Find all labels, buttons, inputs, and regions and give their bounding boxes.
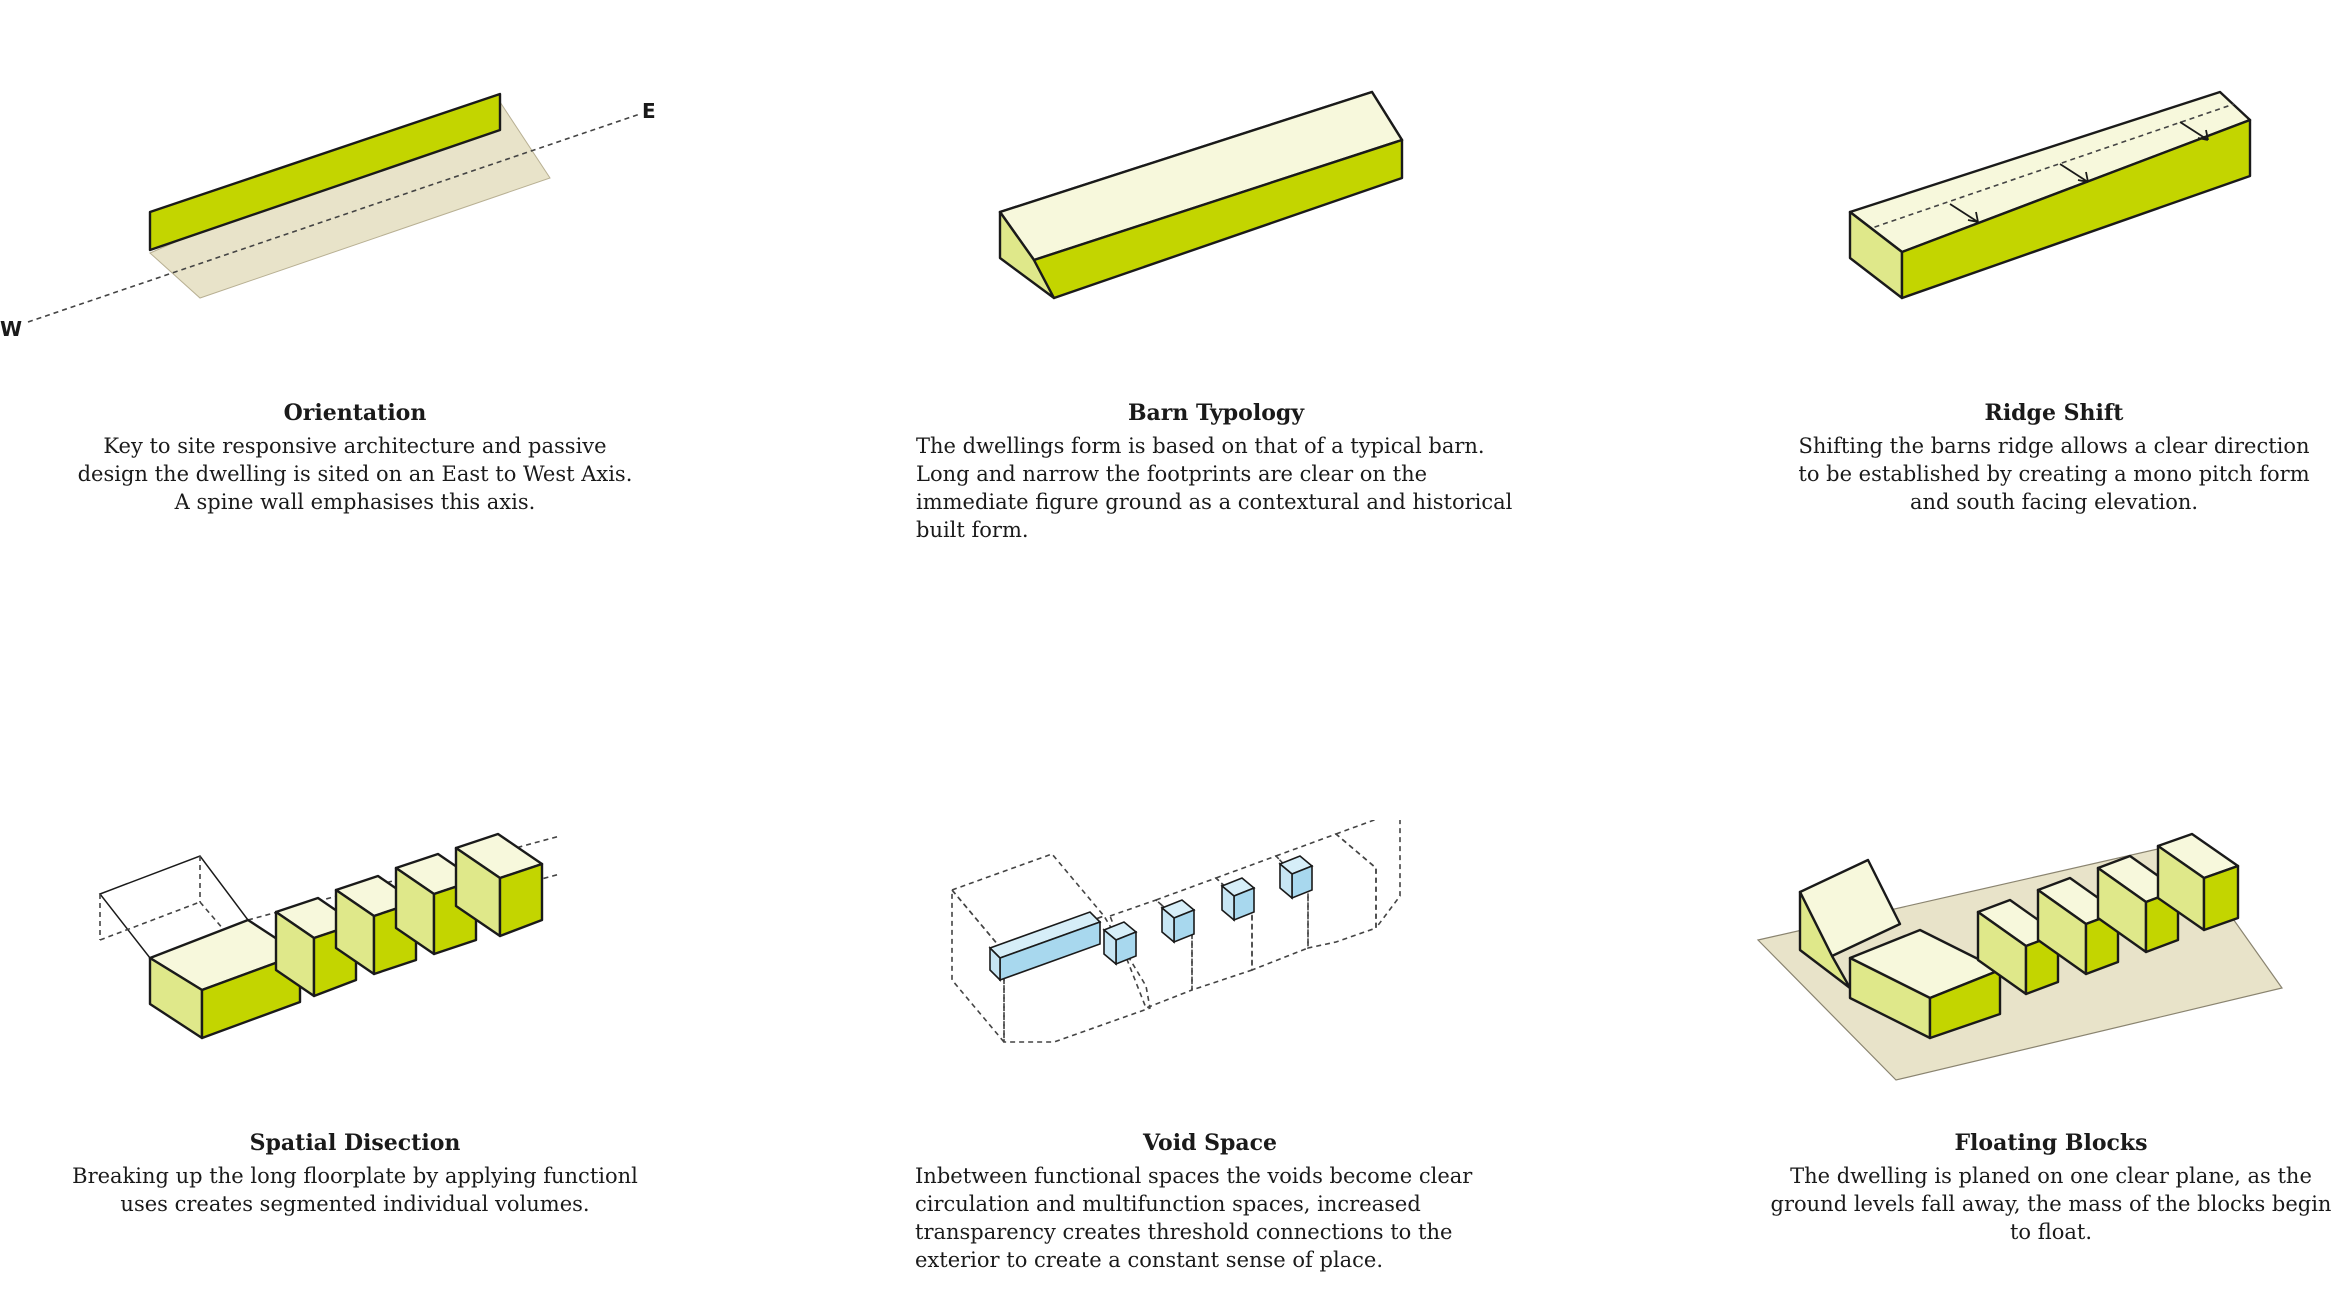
panel-title: Ridge Shift	[1984, 400, 2124, 426]
panel-description: Breaking up the long floorplate by apply…	[72, 1164, 638, 1216]
void-long-block	[988, 911, 1102, 982]
panel-description: The dwelling is planed on one clear plan…	[1770, 1164, 2332, 1244]
void-space-diagram	[950, 820, 1401, 1045]
void-side	[1279, 862, 1293, 900]
panel-description: Key to site responsive architecture and …	[77, 434, 633, 514]
outline-volume-edge	[99, 901, 201, 941]
shift-arrows	[1949, 121, 2209, 223]
volume-1-front	[200, 952, 302, 1040]
ridge-shift-diagram	[1848, 90, 2252, 300]
panel-title: Orientation	[283, 400, 427, 426]
main-block-front	[1928, 968, 2002, 1040]
caption-void-space: Void Space Inbetween functional spaces t…	[915, 1128, 1475, 1274]
caption-spatial-disection: Spatial Disection Breaking up the long f…	[60, 1128, 650, 1218]
panel-title: Spatial Disection	[249, 1130, 461, 1156]
void-cube-2	[1160, 899, 1196, 944]
barn-diagram	[998, 90, 1404, 300]
panel-description: The dwellings form is based on that of a…	[916, 434, 1513, 542]
void-side	[1103, 928, 1117, 966]
panel-title: Void Space	[1143, 1130, 1278, 1156]
caption-orientation: Orientation Key to site responsive archi…	[70, 398, 640, 516]
former-ridge-line	[1865, 103, 2235, 231]
caption-floating-blocks: Floating Blocks The dwelling is planed o…	[1770, 1128, 2332, 1246]
void-side	[989, 946, 1001, 982]
panel-description: Inbetween functional spaces the voids be…	[915, 1164, 1473, 1272]
spatial-disection-blocks	[98, 832, 561, 1040]
void-side	[1221, 884, 1235, 922]
arrow-icon	[1949, 203, 1979, 223]
void-cube-3	[1220, 877, 1256, 922]
panel-orientation: E W Orientation Key to site responsive a…	[0, 0, 760, 560]
panel-description: Shifting the barns ridge allows a clear …	[1798, 434, 2310, 514]
block-4-front	[2202, 864, 2240, 932]
panel-title: Floating Blocks	[1954, 1130, 2148, 1156]
volume-5-front	[498, 862, 544, 938]
floating-blocks-diagram	[1756, 832, 2284, 1081]
arrow-icon	[2179, 121, 2209, 141]
void-side	[1161, 906, 1175, 944]
south-facing-elevation	[1900, 118, 2252, 300]
west-label: W	[0, 317, 22, 341]
outline-volume	[1334, 820, 1401, 931]
orientation-diagram: E W	[0, 92, 656, 341]
outline-volume	[951, 887, 1005, 1045]
spine-wall	[148, 92, 502, 252]
void-cube-1	[1102, 921, 1138, 966]
caption-barn-typology: Barn Typology The dwellings form is base…	[916, 398, 1516, 544]
east-label: E	[642, 99, 656, 123]
panel-title: Barn Typology	[1127, 400, 1305, 426]
outline-volume	[1108, 899, 1193, 1010]
panel-ridge-shift: Ridge Shift Shifting the barns ridge all…	[1720, 0, 2334, 560]
void-cube-4	[1278, 855, 1314, 900]
dashed-outline-volumes	[950, 820, 1401, 1045]
arrow-icon	[2059, 163, 2089, 183]
barn-long-wall	[1032, 138, 1404, 300]
outline-volume	[1003, 915, 1151, 1043]
caption-ridge-shift: Ridge Shift Shifting the barns ridge all…	[1786, 398, 2322, 516]
panel-barn-typology: Barn Typology The dwellings form is base…	[860, 0, 1620, 560]
